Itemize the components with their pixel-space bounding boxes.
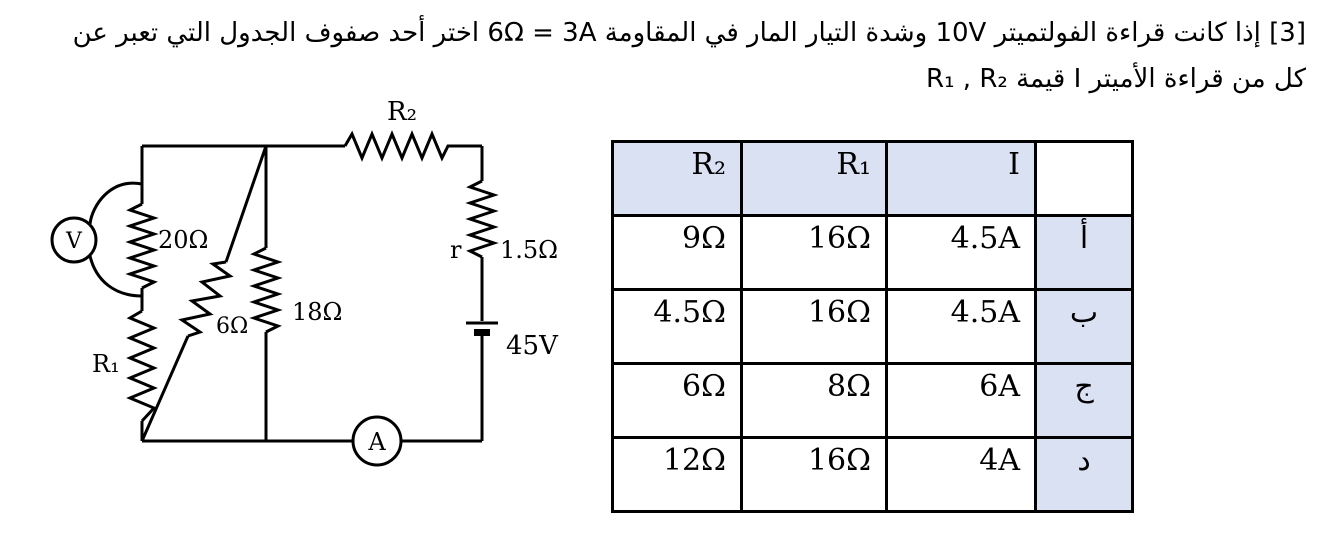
circuit-diagram: V A R₂ 20Ω 6Ω 18Ω R₁ r 1.5Ω 45V <box>50 97 559 467</box>
cell-r1: 16Ω <box>740 288 888 365</box>
resistor-20-ohm <box>125 202 159 290</box>
r1-resistor <box>126 309 158 423</box>
question-text: [3] إذا كانت قراءة الفولتميتر 10V وشدة ا… <box>6 10 1306 102</box>
ammeter-symbol <box>351 415 403 467</box>
label-r-internal: r <box>450 236 462 264</box>
label-voltmeter: V <box>65 229 83 254</box>
r-resistor <box>465 179 499 259</box>
resistor-18-ohm <box>249 246 283 334</box>
label-20-ohm: 20Ω <box>158 226 208 254</box>
header-i: I <box>885 140 1037 217</box>
label-r-value: 1.5Ω <box>500 236 558 264</box>
cell-i: 6A <box>885 362 1037 439</box>
cell-r2: 6Ω <box>611 362 743 439</box>
label-r1: R₁ <box>92 350 120 378</box>
label-6-ohm: 6Ω <box>216 314 248 339</box>
cell-r2: 9Ω <box>611 214 743 291</box>
resistor-6-ohm <box>178 260 234 338</box>
label-ammeter: A <box>367 428 386 456</box>
voltmeter-symbol <box>50 216 98 264</box>
label-r2: R₂ <box>387 97 417 127</box>
option-label: ج <box>1034 362 1134 439</box>
label-battery-voltage: 45V <box>506 331 559 361</box>
table-row[interactable]: 9Ω 16Ω 4.5A أ <box>611 214 1134 291</box>
header-r2: R₂ <box>611 140 743 217</box>
table-row[interactable]: 12Ω 16Ω 4A د <box>611 436 1134 513</box>
answer-table: R₂ R₁ I 9Ω 16Ω 4.5A أ 4.5Ω 16Ω 4.5A ب 6Ω… <box>611 140 1134 513</box>
cell-r1: 8Ω <box>740 362 888 439</box>
cell-i: 4.5A <box>885 214 1037 291</box>
cell-r2: 12Ω <box>611 436 743 513</box>
table-row[interactable]: 4.5Ω 16Ω 4.5A ب <box>611 288 1134 365</box>
r2-resistor <box>343 130 455 162</box>
label-18-ohm: 18Ω <box>292 298 342 326</box>
cell-r2: 4.5Ω <box>611 288 743 365</box>
cell-i: 4.5A <box>885 288 1037 365</box>
battery-symbol <box>466 321 498 336</box>
option-label: ب <box>1034 288 1134 365</box>
cell-r1: 16Ω <box>740 436 888 513</box>
header-r1: R₁ <box>740 140 888 217</box>
option-label: أ <box>1034 214 1134 291</box>
cell-i: 4A <box>885 436 1037 513</box>
header-blank <box>1034 140 1134 217</box>
cell-r1: 16Ω <box>740 214 888 291</box>
option-label: د <box>1034 436 1134 513</box>
question-line-1: [3] إذا كانت قراءة الفولتميتر 10V وشدة ا… <box>72 18 1306 48</box>
table-header-row: R₂ R₁ I <box>611 140 1134 217</box>
question-line-2: كل من قراءة الأميتر I قيمة R₁ , R₂ <box>926 64 1306 94</box>
table-row[interactable]: 6Ω 8Ω 6A ج <box>611 362 1134 439</box>
